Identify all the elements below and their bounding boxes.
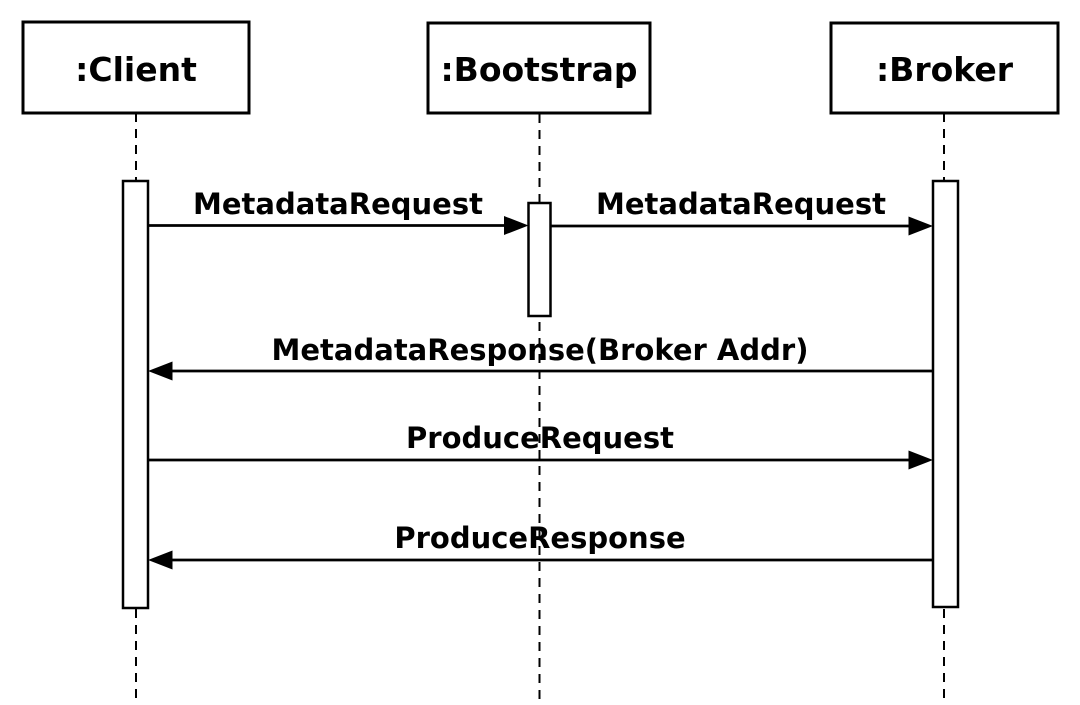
message-produce-response: ProduceResponse [148,521,933,570]
message-metadata-request-to-bootstrap: MetadataRequest [148,187,529,235]
arrowhead-right-icon [908,450,933,470]
actor-box-bootstrap [426,21,652,115]
activation-bar-bootstrap [527,201,552,318]
message-metadata-response: MetadataResponse(Broker Addr) [148,333,933,381]
message-produce-request: ProduceRequest [148,421,933,470]
message-label: MetadataRequest [596,187,886,221]
actor-label-broker: :Broker [876,50,1014,89]
arrowhead-right-icon [908,216,933,236]
activation-bar-client [121,179,150,610]
arrowhead-left-icon [148,550,173,570]
actor-client: :Client [21,20,251,115]
actor-bootstrap: :Bootstrap [426,21,652,115]
actor-box-client [21,20,251,115]
message-label: MetadataResponse(Broker Addr) [272,333,809,367]
arrowhead-right-icon [504,216,529,235]
actor-label-bootstrap: :Bootstrap [440,50,637,89]
activation-bar-broker [931,179,960,609]
actor-label-client: :Client [75,50,197,89]
message-metadata-request-to-broker: MetadataRequest [550,187,933,236]
actor-broker: :Broker [829,21,1060,115]
message-label: ProduceRequest [406,421,674,455]
message-label: MetadataRequest [193,187,483,221]
actor-box-broker [829,21,1060,115]
arrowhead-left-icon [148,361,173,381]
message-label: ProduceResponse [394,521,685,555]
